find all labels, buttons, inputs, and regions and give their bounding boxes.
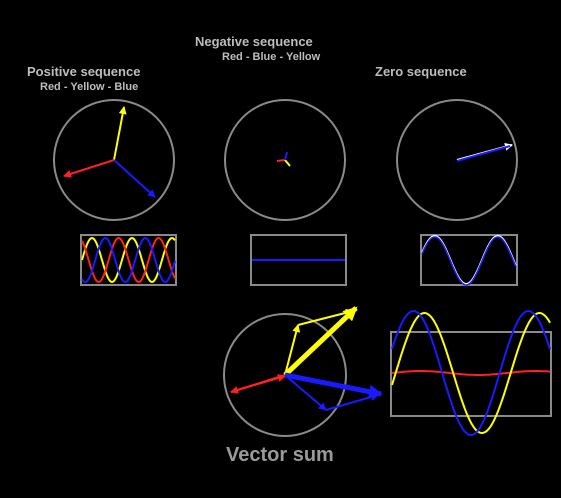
positive-red-wave bbox=[81, 236, 176, 284]
zero-sequence-phasors bbox=[396, 99, 518, 221]
sum-blue-positive bbox=[284, 374, 327, 411]
negative-sequence-phasors bbox=[224, 99, 346, 221]
positive-waveforms bbox=[81, 236, 176, 284]
zero-sequence-circle bbox=[396, 99, 518, 221]
positive-yellow-phasor bbox=[113, 106, 127, 161]
negative-yellow-phasor bbox=[284, 159, 291, 167]
sum-blue-zero bbox=[325, 393, 379, 411]
vector-sum-title: Vector sum bbox=[226, 444, 334, 466]
positive-sequence-order: Red - Yellow - Blue bbox=[40, 81, 139, 93]
vector-sum-phasors bbox=[223, 306, 383, 437]
sum-yellow-positive bbox=[284, 324, 301, 376]
positive-red-phasor bbox=[63, 159, 115, 178]
positive-blue-phasor bbox=[113, 159, 156, 198]
positive-sequence-circle bbox=[53, 99, 175, 221]
resultant-blue-phasor bbox=[284, 372, 383, 399]
negative-red-phasor bbox=[276, 159, 286, 162]
vector-sum-waveforms bbox=[391, 310, 551, 437]
zero-blue-wave bbox=[421, 236, 517, 286]
zero-waveform bbox=[421, 234, 517, 286]
vector-sum-waveform-box bbox=[390, 331, 552, 417]
resultant-yellow-phasor bbox=[283, 306, 358, 377]
sum-yellow-wave bbox=[391, 312, 551, 435]
negative-blue-phasor bbox=[284, 151, 288, 161]
sum-red-zero bbox=[230, 374, 286, 393]
positive-blue-wave bbox=[81, 236, 176, 284]
positive-sequence-phasors bbox=[53, 99, 175, 221]
zero-phasor-blue-overlay bbox=[456, 145, 511, 162]
zero-sequence-title: Zero sequence bbox=[375, 64, 467, 79]
sum-red-wave bbox=[391, 370, 551, 376]
zero-white-wave bbox=[421, 234, 517, 286]
negative-sequence-order: Red - Blue - Yellow bbox=[222, 51, 321, 63]
sum-blue-wave bbox=[391, 310, 551, 437]
zero-waveform-box bbox=[420, 234, 518, 286]
negative-sequence-circle bbox=[224, 99, 346, 221]
positive-sequence-title: Positive sequence bbox=[27, 64, 141, 79]
negative-sequence-title: Negative sequence bbox=[195, 34, 313, 49]
positive-waveform-box bbox=[80, 234, 177, 286]
positive-yellow-wave bbox=[81, 236, 176, 284]
negative-waveform-box bbox=[250, 234, 347, 286]
vector-sum-circle bbox=[223, 313, 347, 437]
